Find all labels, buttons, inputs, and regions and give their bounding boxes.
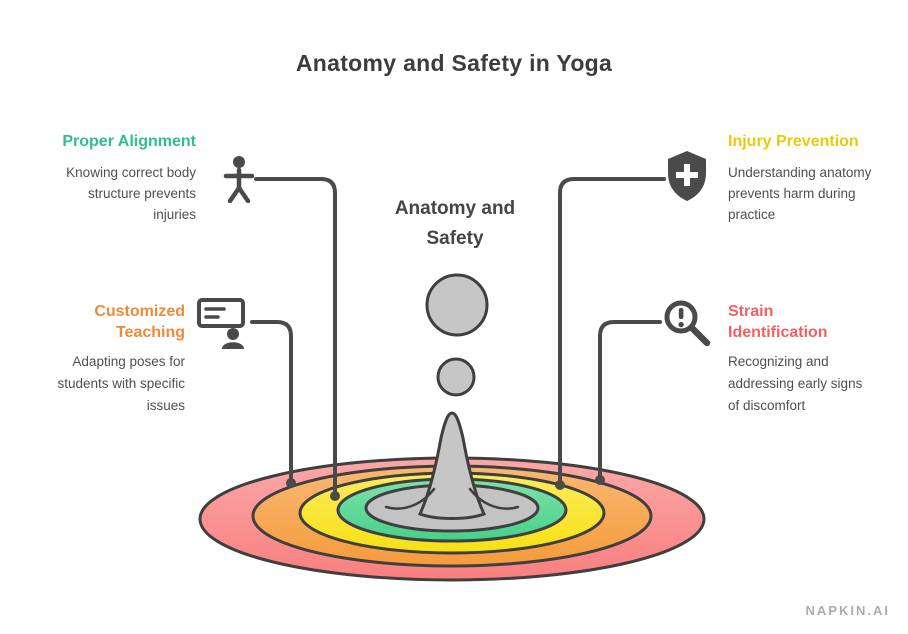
splash-curls [384,487,520,510]
body-line: injuries [153,207,196,222]
body-line: Understanding anatomy [728,165,872,180]
water-drops [425,273,489,397]
splash-column [417,411,487,520]
watermark: NAPKIN.AI [805,603,890,618]
callout-heading-customized-teaching: Customized Teaching [8,301,185,343]
body-line: structure prevents [87,186,196,201]
callout-strain-identification: Strain Identification Recognizing and ad… [728,301,908,417]
connector-dot-top-right [555,480,565,490]
heading-line: Customized [94,303,185,320]
connectors [250,177,666,493]
callout-heading-injury-prevention: Injury Prevention [728,133,859,150]
callout-body-strain-identification: Recognizing and addressing early signs o… [728,351,908,417]
body-line: students with specific [57,376,185,391]
connector-top-left [254,177,337,493]
center-label: Anatomy and Safety [355,194,555,254]
center-label-line2: Safety [426,228,484,249]
splash-curl-right [468,487,520,510]
water-drop-large [425,273,489,337]
center-label-line1: Anatomy and [394,198,516,219]
teaching-icon [197,298,245,349]
connector-dot-left [286,478,296,488]
body-line: Recognizing and [728,354,829,369]
connector-dots [286,475,605,501]
body-line: Knowing correct body [66,165,196,180]
magnifier-icon [664,300,711,347]
body-line: of discomfort [728,398,806,413]
connector-top-right [558,177,666,482]
connector-left [250,320,293,480]
page-title: Anatomy and Safety in Yoga [295,50,613,76]
splash-curl-left [384,487,436,510]
callout-heading-strain-identification: Strain Identification [728,301,908,343]
posture-alignment-icon [223,156,255,203]
shield-icon [668,151,706,201]
callout-body-proper-alignment: Knowing correct body structure prevents … [10,162,196,225]
heading-line: Teaching [115,324,185,341]
body-line: practice [728,207,776,222]
callout-body-injury-prevention: Understanding anatomy prevents harm duri… [728,162,908,225]
callout-heading-proper-alignment: Proper Alignment [62,133,196,150]
connector-dot-right [595,475,605,485]
callout-proper-alignment: Proper Alignment Knowing correct body st… [10,131,196,225]
callout-body-customized-teaching: Adapting poses for students with specifi… [8,351,185,417]
callout-injury-prevention: Injury Prevention Understanding anatomy … [728,131,908,225]
heading-line: Strain [728,303,774,320]
body-line: Adapting poses for [72,354,185,369]
connector-right [598,320,662,477]
body-line: issues [146,398,185,413]
water-drop-small [436,357,476,397]
body-line: addressing early signs [728,376,863,391]
body-line: prevents harm during [728,186,856,201]
heading-line: Identification [728,324,828,341]
connector-dot-top-left [330,491,340,501]
callout-customized-teaching: Customized Teaching Adapting poses for s… [8,301,185,417]
